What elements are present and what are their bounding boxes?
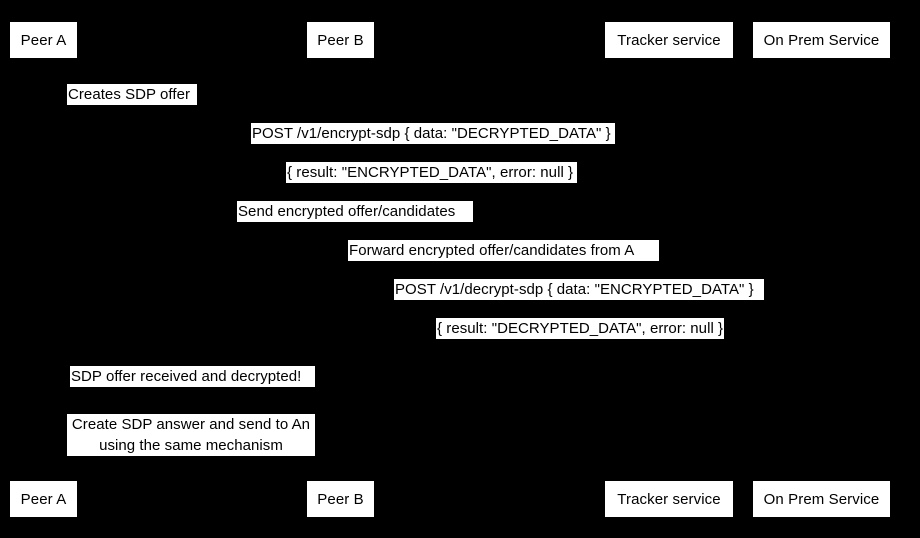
message-encrypt-sdp-result-line-1: { result: "ENCRYPTED_DATA", error: null … xyxy=(287,164,574,181)
message-post-encrypt-sdp[interactable]: POST /v1/encrypt-sdp { data: "DECRYPTED_… xyxy=(251,123,615,144)
participant-header-peer-a-label: Peer A xyxy=(20,31,67,49)
participant-footer-tracker-service-label: Tracker service xyxy=(617,490,721,508)
participant-header-on-prem-service-label: On Prem Service xyxy=(763,31,880,49)
message-creates-sdp-offer[interactable]: Creates SDP offer xyxy=(67,84,197,105)
message-decrypt-sdp-result-line-1: { result: "DECRYPTED_DATA", error: null … xyxy=(437,320,724,337)
note-create-sdp-answer-line-1: Create SDP answer and send to An xyxy=(71,416,311,433)
message-creates-sdp-offer-line-1: Creates SDP offer xyxy=(68,86,191,103)
message-post-decrypt-sdp[interactable]: POST /v1/decrypt-sdp { data: "ENCRYPTED_… xyxy=(394,279,764,300)
note-create-sdp-answer[interactable]: Create SDP answer and send to An using t… xyxy=(67,414,315,456)
participant-footer-tracker-service[interactable]: Tracker service xyxy=(605,481,733,517)
participant-footer-peer-b-label: Peer B xyxy=(317,490,364,508)
message-post-decrypt-sdp-line-1: POST /v1/decrypt-sdp { data: "ENCRYPTED_… xyxy=(395,281,754,298)
participant-footer-on-prem-service-label: On Prem Service xyxy=(763,490,880,508)
participant-footer-peer-a[interactable]: Peer A xyxy=(10,481,77,517)
participant-footer-on-prem-service[interactable]: On Prem Service xyxy=(753,481,890,517)
message-decrypt-sdp-result[interactable]: { result: "DECRYPTED_DATA", error: null … xyxy=(436,318,724,339)
message-sdp-offer-received-line-1: SDP offer received and decrypted! xyxy=(71,368,302,385)
participant-header-tracker-service[interactable]: Tracker service xyxy=(605,22,733,58)
participant-header-peer-b-label: Peer B xyxy=(317,31,364,49)
participant-header-peer-b[interactable]: Peer B xyxy=(307,22,374,58)
note-create-sdp-answer-line-2: using the same mechanism xyxy=(99,437,283,454)
participant-footer-peer-b[interactable]: Peer B xyxy=(307,481,374,517)
participant-header-peer-a[interactable]: Peer A xyxy=(10,22,77,58)
message-send-encrypted-offer[interactable]: Send encrypted offer/candidates xyxy=(237,201,473,222)
participant-footer-peer-a-label: Peer A xyxy=(20,490,67,508)
message-forward-encrypted-offer-line-1: Forward encrypted offer/candidates from … xyxy=(349,242,635,259)
participant-header-tracker-service-label: Tracker service xyxy=(617,31,721,49)
message-sdp-offer-received[interactable]: SDP offer received and decrypted! xyxy=(70,366,315,387)
message-send-encrypted-offer-line-1: Send encrypted offer/candidates xyxy=(238,203,456,220)
message-encrypt-sdp-result[interactable]: { result: "ENCRYPTED_DATA", error: null … xyxy=(286,162,577,183)
message-forward-encrypted-offer[interactable]: Forward encrypted offer/candidates from … xyxy=(348,240,659,261)
participant-header-on-prem-service[interactable]: On Prem Service xyxy=(753,22,890,58)
message-post-encrypt-sdp-line-1: POST /v1/encrypt-sdp { data: "DECRYPTED_… xyxy=(252,125,611,142)
